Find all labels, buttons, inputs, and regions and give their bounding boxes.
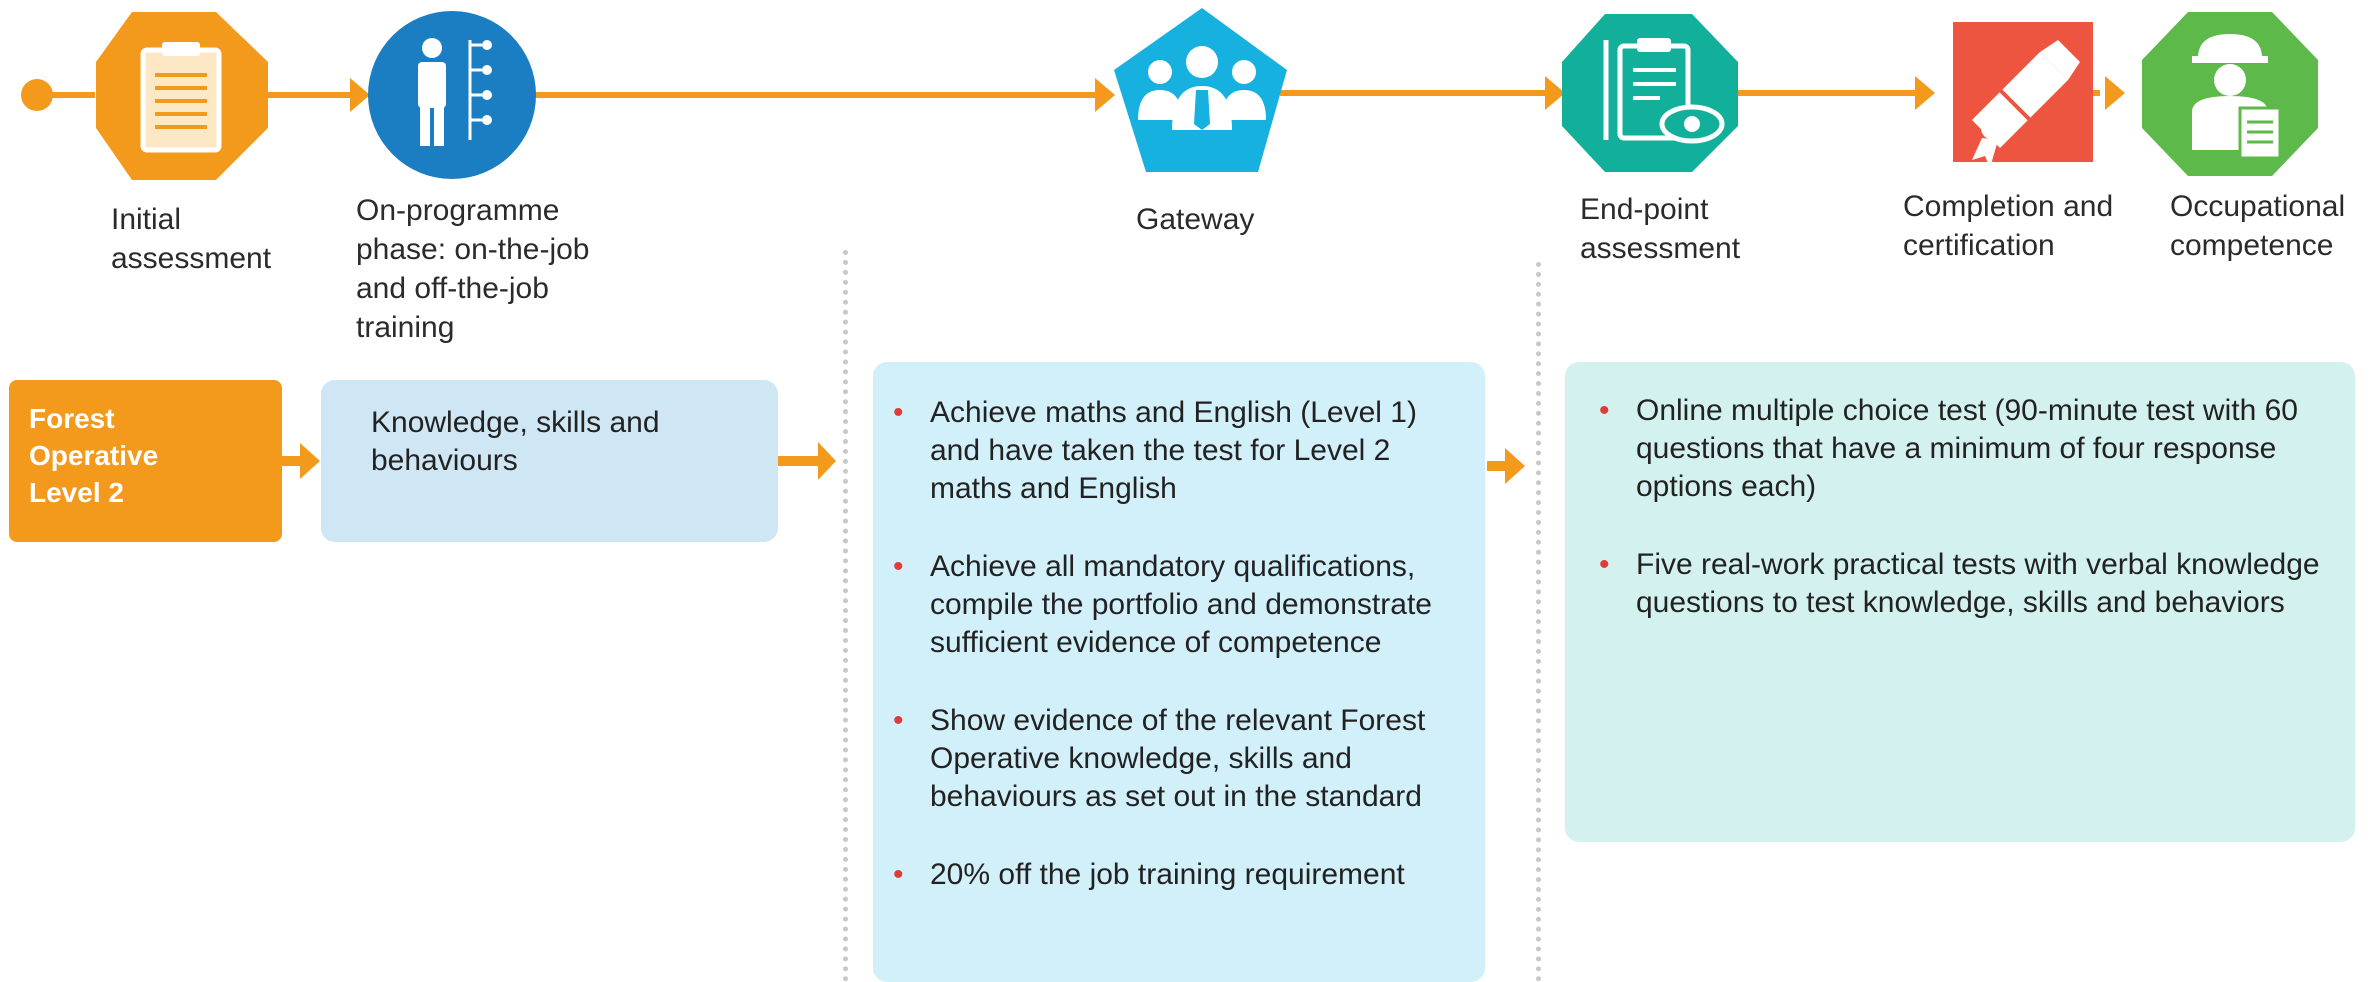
timeline: [21, 8, 2318, 180]
gateway-requirements-box: Achieve maths and English (Level 1) and …: [873, 362, 1485, 982]
person-checklist-icon: [368, 11, 536, 179]
epa-item: Online multiple choice test (90-minute t…: [1599, 392, 2321, 506]
stage-label-end-point-assessment: End-point assessment: [1580, 193, 1741, 265]
connector-arrow: [282, 443, 320, 479]
checklist-eye-icon: [1562, 14, 1738, 172]
connector-arrow: [778, 442, 836, 480]
separator-line: [843, 250, 848, 982]
stage-label-gateway: Gateway: [1136, 203, 1255, 236]
gateway-item: Show evidence of the relevant Forest Ope…: [893, 702, 1465, 816]
team-icon: [1114, 8, 1287, 172]
stage-label-completion: Completion and certification: [1903, 190, 2114, 262]
timeline-arrow: [1545, 76, 1565, 110]
epa-methods-box: Online multiple choice test (90-minute t…: [1565, 362, 2355, 842]
ksb-text: Knowledge, skills and behaviours: [371, 406, 660, 477]
timeline-arrow: [350, 78, 370, 112]
connector-arrow: [1487, 448, 1525, 484]
epa-item: Five real-work practical tests with verb…: [1599, 546, 2321, 622]
gateway-item: 20% off the job training requirement: [893, 856, 1465, 894]
certificate-icon: [1953, 22, 2093, 168]
timeline-arrow: [2105, 76, 2125, 110]
stage-label-initial-assessment: Initial assessment: [111, 203, 272, 275]
timeline-arrow: [1915, 76, 1935, 110]
stage-label-on-programme: On-programme phase: on-the-job and off-t…: [356, 194, 590, 344]
worker-icon: [2142, 12, 2318, 176]
stage-label-occupational-competence: Occupational competence: [2170, 190, 2346, 262]
separator-line: [1536, 262, 1541, 982]
gateway-item: Achieve all mandatory qualifications, co…: [893, 548, 1465, 662]
standard-title-box: Forest Operative Level 2: [9, 380, 282, 542]
standard-title: Forest Operative Level 2: [29, 403, 159, 508]
clipboard-icon: [96, 12, 268, 180]
timeline-arrow: [1095, 78, 1115, 112]
gateway-item: Achieve maths and English (Level 1) and …: [893, 394, 1465, 508]
ksb-box: Knowledge, skills and behaviours: [321, 380, 778, 542]
